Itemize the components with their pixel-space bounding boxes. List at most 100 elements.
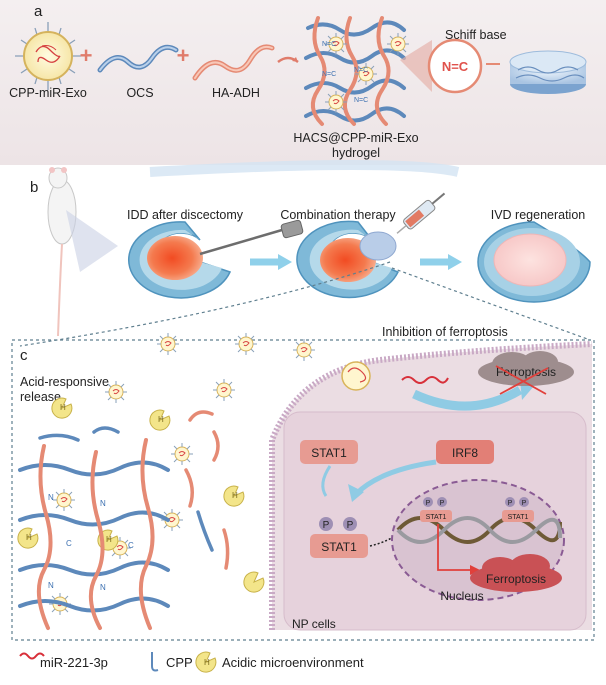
step-combination-label: Combination therapy [280, 208, 396, 222]
panel-a-background [0, 0, 606, 165]
np-cells-label: NP cells [292, 617, 336, 631]
transcription-arrow [437, 524, 472, 571]
schiff-base-circle [427, 38, 483, 94]
release-label-line1: Acid-responsive [20, 375, 109, 389]
svg-text:N=C: N=C [322, 71, 336, 78]
h-text: H [204, 658, 210, 667]
endoscope-handle [280, 219, 304, 239]
exosome [212, 378, 236, 402]
h-text: H [106, 535, 112, 544]
legend: miR-221-3p CPP H Acidic microenvironment [19, 651, 364, 673]
stat1-nuclear-right [502, 497, 534, 522]
ferroptosis-label-top: Ferroptosis [496, 365, 556, 379]
panel-c-frame [11, 339, 595, 641]
panel-b-label: b [30, 179, 38, 196]
svg-text:N=C: N=C [354, 67, 368, 74]
step-regeneration-label: IVD regeneration [491, 208, 586, 222]
step-idd-label: IDD after discectomy [127, 208, 244, 222]
inhibit-cross [495, 365, 549, 395]
hydrogel-network: N=C N=C N=C N=C [304, 16, 410, 126]
stat1-nuclear-left [420, 497, 452, 522]
ferroptosis-label-nucleus: Ferroptosis [486, 572, 546, 586]
exosome [104, 380, 128, 404]
stat1-label-top: STAT1 [311, 446, 347, 460]
p-text: P [323, 520, 330, 531]
plus-sign-1: + [80, 43, 93, 68]
stat1-nuclear-label: STAT1 [426, 514, 447, 521]
nucleus-label: Nucleus [440, 589, 483, 603]
zoom-wedge [66, 210, 118, 272]
n-text: N [48, 581, 54, 590]
n-text: N [100, 499, 106, 508]
cpp-mir-exo-illustration [15, 22, 81, 90]
cell-membrane [269, 341, 593, 630]
zoom-cone [400, 40, 432, 92]
legend-cpp-label: CPP [166, 655, 193, 670]
stat1-box-top [300, 440, 358, 464]
exosome [292, 338, 316, 362]
acid-h-icon [243, 571, 265, 593]
h-text: H [158, 415, 164, 424]
stat1-nuclear-label: STAT1 [508, 514, 529, 521]
panel-a-label: a [34, 3, 43, 20]
ferroptosis-cloud-nucleus [470, 554, 562, 592]
free-fragments [38, 410, 230, 570]
legend-acid-label: Acidic microenvironment [222, 655, 364, 670]
schiff-bond-text: N=C [442, 59, 469, 74]
mirna-arrow [412, 386, 523, 411]
disc-combination [296, 220, 400, 299]
p-text: P [347, 520, 354, 531]
ha-adh-label: HA-ADH [212, 86, 260, 100]
inhibition-title: Inhibition of ferroptosis [382, 325, 508, 339]
panel-c: c Inhibition of ferroptosis Acid-respons… [11, 325, 595, 641]
c-text: C [66, 539, 72, 548]
endoscope-shaft [199, 228, 283, 256]
phospho-p-1 [319, 517, 333, 531]
exosome-large [341, 361, 371, 391]
h-text: H [26, 533, 32, 542]
cpp-legend-icon [151, 652, 159, 672]
exosome [234, 332, 258, 356]
exosome [52, 488, 76, 512]
p-text: P [440, 500, 445, 507]
rat-illustration [47, 167, 77, 337]
exosome [156, 332, 180, 356]
plus-sign-2: + [177, 43, 190, 68]
zoom-line-right [391, 267, 591, 341]
c-text: C [128, 541, 134, 550]
h-text: H [232, 491, 238, 500]
irf8-label: IRF8 [452, 446, 478, 460]
phospho-p-2 [343, 517, 357, 531]
panel-c-label: c [20, 347, 28, 364]
exosome [170, 442, 194, 466]
disc-idd [128, 221, 232, 299]
ocs-label: OCS [126, 86, 153, 100]
zoom-line-left [19, 261, 391, 347]
stat1-box-phospho [310, 534, 368, 558]
p-text: P [508, 500, 513, 507]
p-text: P [426, 500, 431, 507]
irf8-arrow [354, 459, 437, 496]
svg-text:N=C: N=C [322, 41, 336, 48]
n-text: N [48, 493, 54, 502]
disc-regenerated [477, 221, 591, 303]
irf8-box [436, 440, 494, 464]
n-text: N [100, 583, 106, 592]
hydrogel-label-line1: HACS@CPP-miR-Exo [293, 131, 418, 145]
cpp-mir-exo-label: CPP-miR-Exo [9, 86, 87, 100]
stat1-label-phospho: STAT1 [321, 540, 357, 554]
schiff-base-label: Schiff base [445, 28, 507, 42]
panel-a: a CPP-miR-Exo + OCS + HA-ADH [0, 0, 606, 165]
hydrogel-label-line2: hydrogel [332, 146, 380, 160]
mirna-strand [401, 376, 449, 384]
release-label-line2: release [20, 390, 61, 404]
svg-text:N=C: N=C [354, 97, 368, 104]
h-text: H [60, 403, 66, 412]
mirna-legend-icon [19, 652, 45, 660]
hydrogel-3d-block [509, 50, 587, 94]
legend-mirna-label: miR-221-3p [40, 655, 108, 670]
panel-b: b IDD after discectomy Combination thera… [19, 160, 591, 347]
p-text: P [522, 500, 527, 507]
delivery-swoosh [149, 160, 460, 177]
